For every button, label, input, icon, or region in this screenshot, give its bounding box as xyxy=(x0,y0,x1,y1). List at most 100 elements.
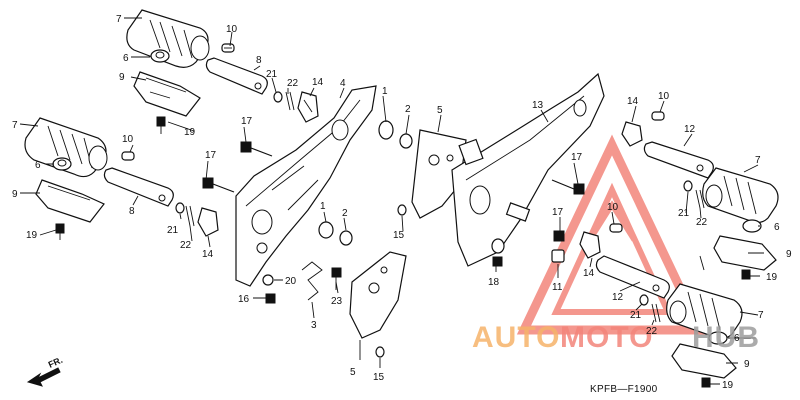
diagram-code: KPFB—F1900 xyxy=(590,384,658,395)
spring-3-left xyxy=(301,261,323,301)
callout-label: 21 xyxy=(266,69,278,80)
washer-21-right-low xyxy=(639,294,649,306)
clamp-right xyxy=(491,202,531,254)
nut-2-left-top xyxy=(399,133,413,149)
nut-2-left-low xyxy=(339,230,353,246)
footpeg-bracket-12-right-top xyxy=(643,141,714,179)
callout-label: 6 xyxy=(734,333,740,344)
callout-label: 10 xyxy=(122,134,134,145)
callout-label: 7 xyxy=(116,14,122,25)
footpeg-holder-9-mid xyxy=(35,179,105,223)
spring-14-top xyxy=(297,91,319,123)
footpeg-bracket-8-mid xyxy=(103,167,174,207)
callout-label: 21 xyxy=(678,208,690,219)
footpeg-holder-9-right-lower xyxy=(671,343,737,379)
callout-label: 8 xyxy=(129,206,135,217)
callout-label: 20 xyxy=(285,276,297,287)
collar-1-left-top xyxy=(378,120,394,140)
callout-label: 14 xyxy=(583,268,595,279)
leader-lines xyxy=(19,17,764,385)
callout-label: 14 xyxy=(202,249,214,260)
callout-label: 22 xyxy=(646,326,658,337)
washer-21-top xyxy=(273,91,283,103)
nut-11-right xyxy=(551,249,565,263)
watermark-text: AUTO MOTO HUB xyxy=(472,321,760,354)
collar-6-top xyxy=(150,49,170,63)
callout-label: 22 xyxy=(287,78,299,89)
spring-14-right-top xyxy=(621,121,643,147)
callout-label: 8 xyxy=(256,55,262,66)
callout-label: 19 xyxy=(722,380,734,391)
callout-label: 17 xyxy=(552,207,564,218)
callout-label: 19 xyxy=(26,230,38,241)
cotter-pin-22-right-low xyxy=(651,303,661,323)
pin-10-mid xyxy=(121,151,135,161)
callout-label: 14 xyxy=(312,77,324,88)
callout-label: 1 xyxy=(320,201,326,212)
front-arrow-icon xyxy=(26,367,61,387)
callout-label: 18 xyxy=(488,277,500,288)
pin-10-top xyxy=(221,43,235,53)
spring-14-right-low xyxy=(579,231,601,259)
washer-21-mid xyxy=(175,202,185,214)
cotter-pin-22-right-top xyxy=(695,189,705,209)
callout-label: 19 xyxy=(184,127,196,138)
callout-label: 16 xyxy=(238,294,250,305)
washer-15-top xyxy=(397,204,407,216)
callout-label: 2 xyxy=(405,104,411,115)
callout-label: 13 xyxy=(532,100,544,111)
footpeg-rubber-right-upper xyxy=(702,167,779,224)
front-direction-label: FR. xyxy=(47,355,64,370)
callout-label: 17 xyxy=(205,150,217,161)
bolt-19-mid xyxy=(55,223,65,240)
watermark-part-a: AUTO xyxy=(472,321,560,354)
callout-label: 22 xyxy=(696,217,708,228)
bolt-19-top xyxy=(156,116,166,134)
callout-label: 19 xyxy=(766,272,778,283)
callout-label: 6 xyxy=(774,222,780,233)
footpeg-rubber-right-lower xyxy=(666,283,743,340)
step-holder-4-left xyxy=(235,85,377,287)
bolt-19-right-upper xyxy=(741,269,751,280)
callout-label: 1 xyxy=(382,86,388,97)
watermark-part-c: HUB xyxy=(692,321,760,354)
heel-guard-5-top xyxy=(411,129,467,219)
callout-label: 2 xyxy=(342,208,348,219)
callout-label: 7 xyxy=(758,310,764,321)
callout-label: 5 xyxy=(350,367,356,378)
collar-6-right-lower xyxy=(708,331,728,345)
spring-14-mid xyxy=(197,207,219,237)
callout-label: 17 xyxy=(571,152,583,163)
footpeg-rubber-mid-left xyxy=(24,117,108,178)
step-holder-13-right xyxy=(451,72,605,267)
pin-10-right-top xyxy=(651,111,665,121)
front-direction-indicator: FR. xyxy=(26,355,64,387)
callout-label: 7 xyxy=(755,155,761,166)
callout-label: 10 xyxy=(607,202,619,213)
bolt-18-right xyxy=(492,256,503,267)
cotter-pin-22-mid xyxy=(185,205,195,227)
callout-label: 11 xyxy=(552,282,563,293)
washer-15-bottom xyxy=(375,346,385,358)
callout-label: 9 xyxy=(744,359,750,370)
callout-label: 21 xyxy=(167,225,179,236)
watermark-part-b: MOTO xyxy=(560,321,653,354)
callout-label: 17 xyxy=(241,116,253,127)
bolt-17-left-a xyxy=(240,141,273,157)
footpeg-bracket-12-right-low xyxy=(595,255,670,299)
callout-label: 12 xyxy=(612,292,624,303)
callout-label: 6 xyxy=(123,53,129,64)
footpeg-bracket-8-top xyxy=(205,57,268,95)
callout-labels: 7 10 6 8 21 22 14 4 9 1 2 5 7 19 10 17 6… xyxy=(12,14,792,391)
callout-label: 9 xyxy=(786,249,792,260)
callout-label: 5 xyxy=(437,105,443,116)
callout-label: 10 xyxy=(658,91,670,102)
heel-guard-5-bottom xyxy=(349,251,407,339)
cotter-pin-22-top xyxy=(285,91,295,111)
callout-label: 3 xyxy=(311,320,317,331)
bolt-17-right-low xyxy=(553,230,565,242)
callout-label: 15 xyxy=(373,372,385,383)
footpeg-rubber-top-left xyxy=(126,9,210,68)
pin-10-right-low xyxy=(609,223,623,233)
